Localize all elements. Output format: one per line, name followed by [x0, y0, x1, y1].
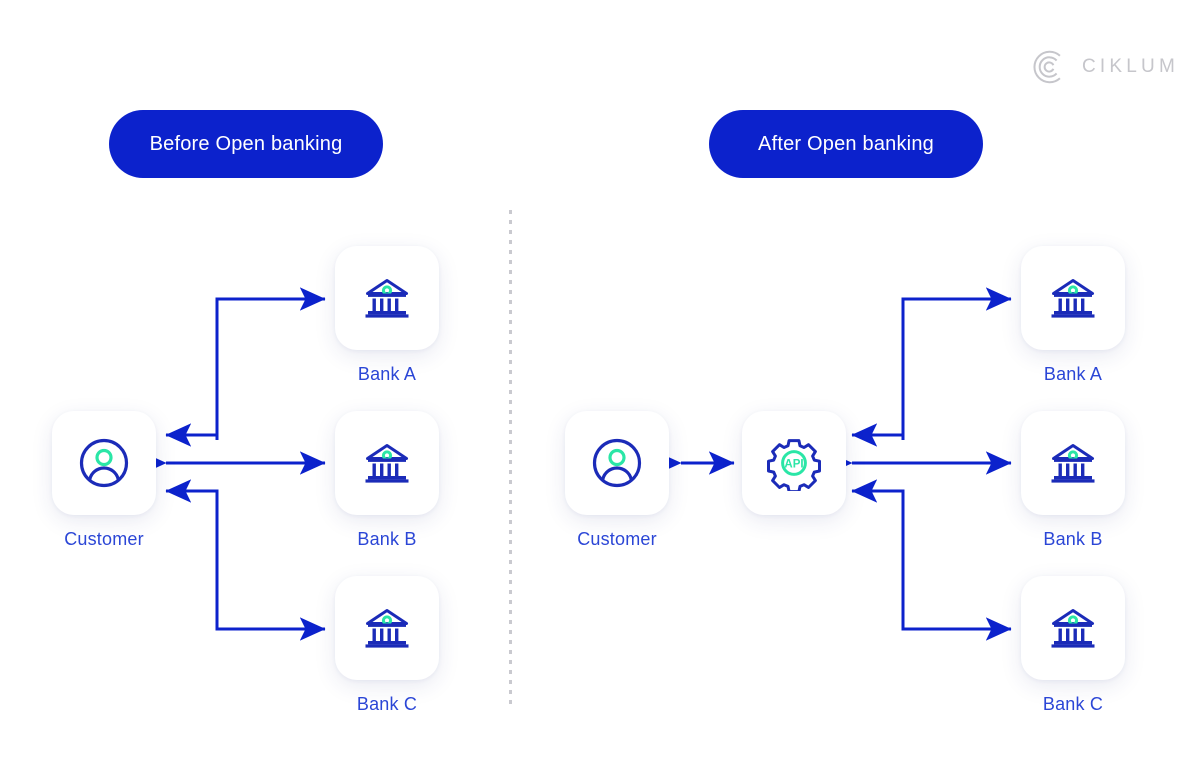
node-label: Bank A [1043, 364, 1103, 384]
customer-avatar-icon [79, 438, 129, 488]
api-gear-icon: API [767, 439, 821, 491]
connector-customer-to-bank-c-left [215, 491, 326, 641]
node-bank-a-before[interactable]: Bank A [335, 246, 439, 385]
bank-building-icon [365, 279, 409, 318]
node-api-after[interactable]: API API [742, 411, 846, 550]
node-bank-c-before[interactable]: Bank C [335, 576, 439, 715]
ciklum-c-logo-icon [1033, 50, 1061, 84]
connector-api-to-bank-a-right [901, 287, 1012, 440]
customer-avatar-icon [592, 438, 642, 488]
node-card[interactable] [1021, 576, 1125, 680]
node-label: Bank A [357, 364, 417, 384]
api-label-text: API [784, 458, 803, 470]
connector-bank-c-to-customer-left [165, 479, 219, 629]
connector-bank-c-to-api-right [851, 479, 905, 629]
node-card[interactable] [1021, 411, 1125, 515]
connector-bank-a-to-api-right [851, 299, 905, 447]
connector-api-to-bank-c-right [901, 491, 1012, 641]
bank-building-icon [1051, 279, 1095, 318]
connector-bank-a-to-customer-left [165, 299, 219, 447]
brand-logo: CIKLUM [1030, 48, 1179, 86]
bank-building-icon [365, 444, 409, 483]
node-bank-b-before[interactable]: Bank B [335, 411, 439, 550]
node-card[interactable] [335, 411, 439, 515]
panel-title-after: After Open banking [709, 110, 983, 178]
node-label: Bank C [1042, 694, 1104, 714]
node-customer-before[interactable]: Customer [52, 411, 156, 550]
bank-building-icon [1051, 444, 1095, 483]
node-bank-a-after[interactable]: Bank A [1021, 246, 1125, 385]
bank-building-icon [1051, 609, 1095, 648]
node-card[interactable] [565, 411, 669, 515]
node-label: Customer [64, 529, 144, 549]
bank-building-icon [365, 609, 409, 648]
node-bank-c-after[interactable]: Bank C [1021, 576, 1125, 715]
node-customer-after[interactable]: Customer [565, 411, 669, 550]
node-card[interactable] [335, 246, 439, 350]
node-label: Customer [577, 529, 657, 549]
node-bank-b-after[interactable]: Bank B [1021, 411, 1125, 550]
node-card[interactable]: API [742, 411, 846, 515]
node-card[interactable] [335, 576, 439, 680]
panel-divider [509, 210, 512, 710]
node-card[interactable] [52, 411, 156, 515]
node-label: Bank B [1043, 529, 1103, 549]
brand-wordmark: CIKLUM [1082, 56, 1179, 77]
node-label: Bank B [357, 529, 417, 549]
node-card[interactable] [1021, 246, 1125, 350]
node-label: Bank C [356, 694, 418, 714]
connector-customer-to-bank-a-left [215, 287, 326, 440]
panel-title-before: Before Open banking [109, 110, 383, 178]
